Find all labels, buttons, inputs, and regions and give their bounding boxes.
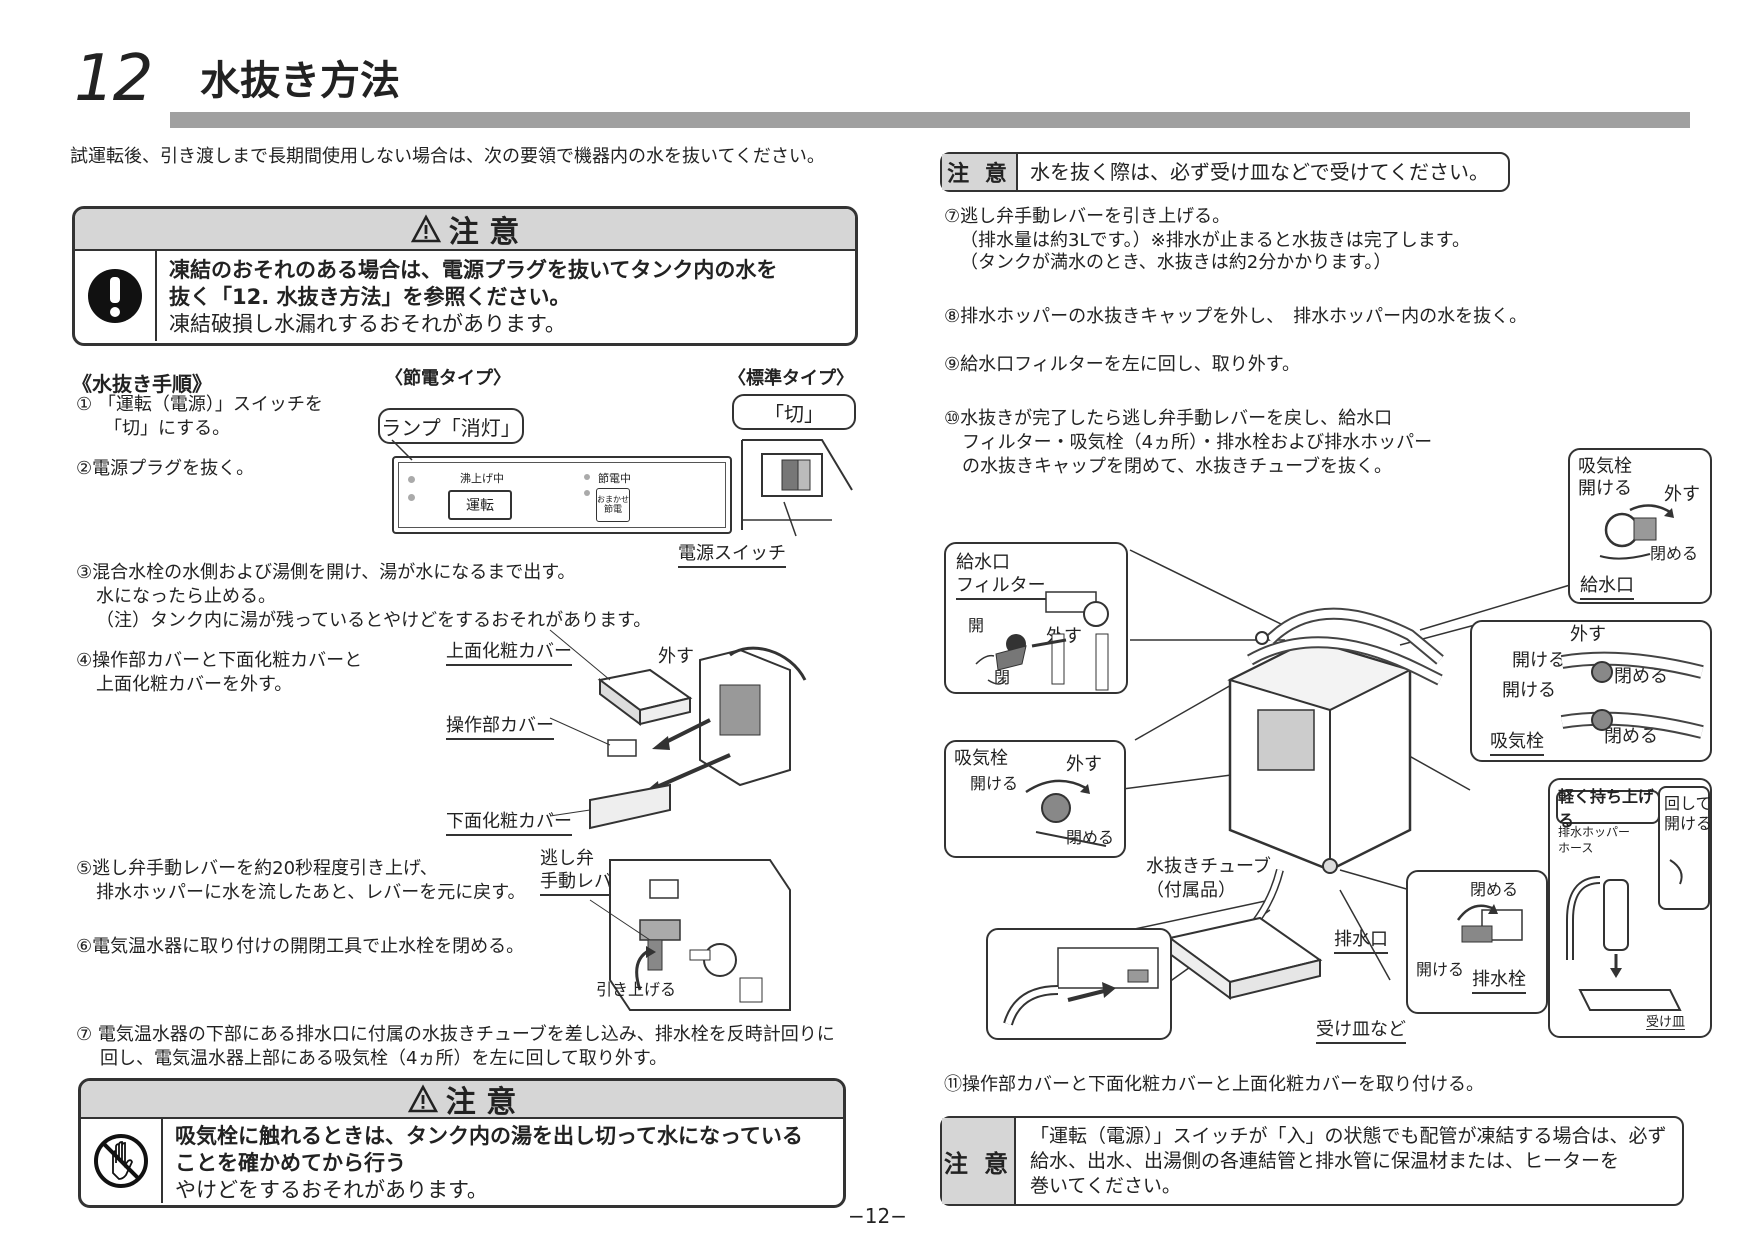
relief-valve-illustration [589, 859, 791, 1011]
caution-box-burn: 注 意 吸気栓に触れるときは、タンク内の湯を出し切って水になっている ことを確か… [78, 1078, 846, 1208]
callout-air-valves-right: 外す 開ける 開ける 閉める 閉める 吸気栓 [1470, 620, 1712, 762]
warning-triangle-icon [410, 214, 441, 243]
right-step-10b: フィルター・吸気栓（4ヵ所）・排水栓および排水ホッパー [962, 432, 1433, 453]
no-touch-icon [94, 1134, 148, 1188]
callout-air-valve-left: 吸気栓 開ける 外す 閉める [944, 740, 1126, 858]
caution-line: ことを確かめてから行う [175, 1151, 406, 1175]
hopper-icon [1566, 859, 1683, 1011]
right-step-10a: ⑩水抜きが完了したら逃し弁手動レバーを戻し、給水口 [944, 408, 1393, 429]
air-valve-pair-icon [1560, 651, 1704, 739]
lamp-off-callout: ランプ「消灯」 [378, 408, 524, 444]
caution-line: 抜く「12. 水抜き方法」を参照ください。 [169, 285, 571, 309]
filter-icon [975, 591, 1109, 691]
power-switch-illustration [741, 439, 853, 530]
turn-open-inset: 回して 開ける [1658, 786, 1712, 910]
control-panel: 沸上げ中 運転 節電中 おまかせ 節電 [392, 456, 732, 534]
callout-tube-insert [986, 928, 1172, 1040]
callout-hopper: 軽く持ち上げる 排水ホッパー ホース 回して 開ける 受け皿 [1548, 778, 1712, 1038]
caution-line: 凍結のおそれのある場合は、電源プラグを抜いてタンク内の水を [169, 258, 778, 282]
step-1a: ① 「運転（電源）」スイッチを [76, 394, 323, 415]
page-number: −12− [848, 1204, 907, 1228]
step-3a: ③混合水栓の水側および湯側を開け、湯が水になるまで出す。 [76, 562, 576, 583]
right-step-10c: の水抜きキャップを閉めて、水抜きチューブを抜く。 [962, 456, 1393, 477]
right-step-7a: ⑦逃し弁手動レバーを引き上げる。 [944, 206, 1231, 227]
air-valve-icon [1599, 504, 1674, 560]
lift-callout: 軽く持ち上げる [1556, 787, 1660, 830]
step-4b: 上面化粧カバーを外す。 [96, 674, 293, 695]
section-number: 12 [74, 42, 153, 116]
step-2: ②電源プラグを抜く。 [76, 458, 255, 479]
relief-lever-label: 手動レバー [540, 870, 630, 896]
off-callout: 「切」 [732, 394, 856, 430]
step-5a: ⑤逃し弁手動レバーを約20秒程度引き上げ、 [76, 858, 438, 879]
bottom-cover-label: 下面化粧カバー [446, 810, 572, 836]
power-switch-label: 電源スイッチ [678, 542, 786, 568]
standard-type-label: 〈標準タイプ〉 [728, 368, 854, 389]
remove-label: 外す [658, 646, 694, 667]
right-step-11: ⑪操作部カバーと下面化粧カバーと上面化粧カバーを取り付ける。 [944, 1074, 1484, 1095]
drain-diagram-lines [1114, 549, 1571, 1011]
top-cover-label: 上面化粧カバー [446, 640, 572, 666]
pull-up-label: 引き上げる [596, 980, 677, 999]
caution-heading: 注 意 [81, 1081, 843, 1120]
caution-box-freeze: 注 意 凍結のおそれのある場合は、電源プラグを抜いてタンク内の水を 抜く「12.… [72, 206, 858, 346]
cover-removal-illustration [549, 629, 807, 830]
step-7a: ⑦ 電気温水器の下部にある排水口に付属の水抜きチューブを差し込み、排水栓を反時計… [76, 1024, 835, 1045]
callout-air-valve-top: 吸気栓 開ける 外す 閉める 給水口 [1568, 448, 1712, 604]
callout-inlet-filter: 給水口 フィルター 開 閉 外す [944, 542, 1128, 694]
note-freeze: 注 意 「運転（電源）」スイッチが「入」の状態でも配管が凍結する場合は、必ず 給… [940, 1116, 1684, 1206]
energy-saving-type-label: 〈節電タイプ〉 [385, 368, 511, 389]
run-button[interactable]: 運転 [448, 490, 512, 520]
tube-insert-icon [1003, 947, 1159, 1026]
step-3b: 水になったら止める。 [96, 586, 276, 607]
caution-line: 吸気栓に触れるときは、タンク内の湯を出し切って水になっている [175, 1124, 803, 1148]
step-3c: （注）タンク内に湯が残っているとやけどをするおそれがあります。 [96, 610, 652, 631]
lamp-indicator [408, 476, 415, 483]
caution-note: やけどをするおそれがあります。 [175, 1178, 488, 1202]
step-4a: ④操作部カバーと下面化粧カバーと [76, 650, 363, 671]
page-title: 水抜き方法 [200, 58, 400, 104]
right-step-8: ⑧排水ホッパーの水抜きキャップを外し、 排水ホッパー内の水を抜く。 [944, 306, 1528, 327]
right-step-7b: （排水量は約3Lです。）※排水が止まると水抜きは完了します。 [960, 230, 1470, 251]
procedure-title: 《水抜き手順》 [72, 372, 212, 396]
auto-saving-button[interactable]: おまかせ 節電 [596, 488, 630, 522]
intro-text: 試運転後、引き渡しまで長期間使用しない場合は、次の要領で機器内の水を抜いてくださ… [70, 146, 825, 167]
step-7b: 回し、電気温水器上部にある吸気栓（4ヵ所）を左に回して取り外す。 [100, 1048, 668, 1069]
callout-drain-plug: 閉める 開ける 排水栓 [1406, 870, 1548, 1014]
lamp-indicator [408, 494, 415, 501]
warning-triangle-icon [407, 1084, 438, 1113]
right-step-9: ⑨給水口フィルターを左に回し、取り外す。 [944, 354, 1300, 375]
relief-valve-label: 逃し弁 [540, 848, 594, 869]
tray-label: 受け皿など [1316, 1018, 1406, 1044]
drain-tube-label: 水抜きチューブ [1146, 856, 1271, 877]
step-1b: 「切」にする。 [104, 418, 231, 439]
right-step-7c: （タンクが満水のとき、水抜きは約2分かかります。） [960, 252, 1392, 273]
title-rule [170, 112, 1690, 128]
step-5b: 排水ホッパーに水を流したあと、レバーを元に戻す。 [96, 882, 526, 903]
drain-plug-icon [1456, 904, 1523, 943]
caution-heading: 注 意 [75, 209, 855, 251]
note-tray: 注 意 水を抜く際は、必ず受け皿などで受けてください。 [940, 152, 1510, 192]
drain-outlet-label: 排水口 [1334, 928, 1388, 954]
drain-tube-accessory-label: （付属品） [1146, 880, 1236, 901]
exclamation-icon [88, 269, 142, 323]
caution-note: 凍結破損し水漏れするおそれがあります。 [169, 312, 566, 336]
panel-cover-label: 操作部カバー [446, 714, 554, 740]
step-6: ⑥電気温水器に取り付けの開閉工具で止水栓を閉める。 [76, 936, 525, 957]
air-valve-knob-icon [1025, 779, 1107, 847]
